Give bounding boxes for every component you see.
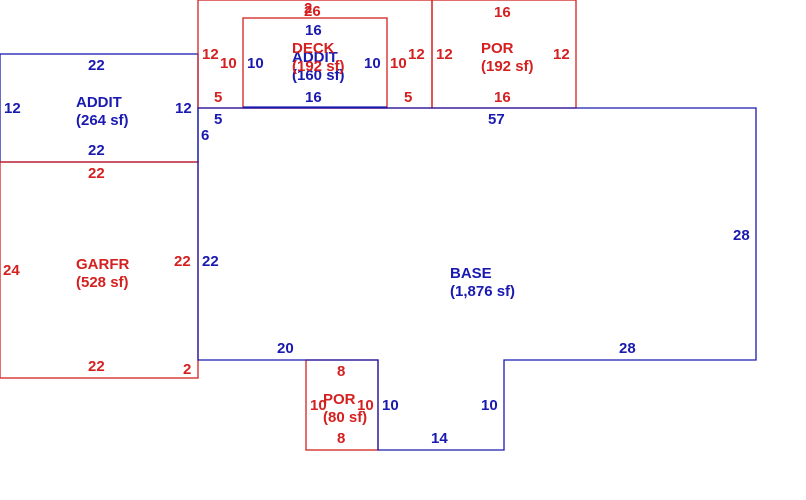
area-label-size: (528 sf) [76,274,129,291]
dimension-label: 10 [364,55,381,72]
dimension-label: 22 [202,253,219,270]
area-label-size: (192 sf) [481,58,534,75]
dimension-label: 28 [733,227,750,244]
area-label-name: POR [481,40,514,57]
dimension-label: 26 [304,3,321,20]
area-label-name: GARFR [76,256,129,273]
dimension-label: 10 [481,397,498,414]
area-label-size: (264 sf) [76,112,129,129]
dimension-label: 22 [88,57,105,74]
dimension-label: 22 [88,165,105,182]
dimension-label: 8 [337,430,345,447]
dimension-label: 57 [488,111,505,128]
area-label-name: POR [323,391,356,408]
area-label-size: (80 sf) [323,409,367,426]
area-label-name: DECK [292,40,335,57]
dimension-label: 12 [408,46,425,63]
dimension-label: 24 [3,262,20,279]
dimension-label: 10 [382,397,399,414]
dimension-label: 6 [201,127,209,144]
dimension-label: 12 [436,46,453,63]
area-label-size: (160 sf) [292,67,345,84]
dimension-label: 12 [202,46,219,63]
area-label-size: (192 sf) [292,58,345,75]
area-label-name: BASE [450,265,492,282]
dimension-label: 5 [214,111,222,128]
dimension-label: 2 [183,361,191,378]
area-label-size: (1,876 sf) [450,283,515,300]
dimension-label: 22 [88,142,105,159]
dimension-label: 2 [304,0,312,17]
dimension-label: 28 [619,340,636,357]
base-outline [197,107,757,451]
dimension-label: 10 [247,55,264,72]
dimension-label: 16 [494,89,511,106]
dimension-label: 5 [214,89,222,106]
dimension-label: 16 [305,22,322,39]
dimension-label: 12 [553,46,570,63]
dimension-label: 16 [494,4,511,21]
dimension-label: 10 [390,55,407,72]
dimension-label: 10 [310,397,327,414]
area-label-name: ADDIT [76,94,122,111]
dimension-label: 10 [357,397,374,414]
dimension-label: 12 [175,100,192,117]
dimension-label: 22 [88,358,105,375]
dimension-label: 12 [4,100,21,117]
dimension-label: 10 [220,55,237,72]
dimension-label: 14 [431,430,448,447]
area-label-name: ADDIT [292,49,338,66]
dimension-label: 22 [174,253,191,270]
dimension-label: 20 [277,340,294,357]
dimension-label: 16 [305,89,322,106]
dimension-label: 8 [337,363,345,380]
dimension-label: 5 [404,89,412,106]
